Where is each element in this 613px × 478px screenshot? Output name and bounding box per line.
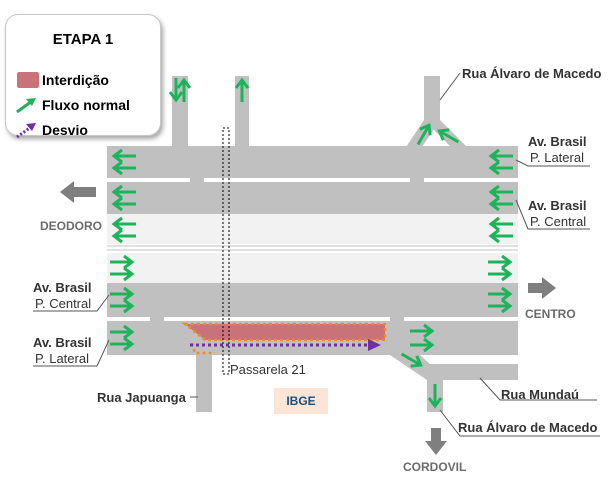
flow-arrows [110,77,513,409]
label-av-brasil-right-central-1: Av. Brasil [528,198,587,213]
flow-arrow-east-left-1b [110,298,135,314]
flow-arrow-west-left-1b [111,196,136,212]
leader-av-brasil-right-central [515,199,590,230]
flow-arrow-east-left-1a [110,286,135,302]
flow-arrow-west-left-2a [111,216,136,232]
flow-arrow-east-right-0b [488,266,513,282]
lane-separator-top [107,178,518,182]
ibge-building-label: IBGE [274,388,328,414]
flow-arrow-east-left-2a [110,324,135,340]
label-av-brasil-left-central-1: Av. Brasil [33,280,92,295]
leader-av-brasil-right-lateral [515,159,590,167]
cordovil-direction-arrow [425,428,447,455]
label-av-brasil-left-lateral-2: P. Lateral [35,351,89,366]
connector-right-top [410,176,424,184]
leader-rua-alvaro-top [439,72,461,101]
green-arrow-legend-icon [14,95,40,115]
label-av-brasil-left-central-2: P. Central [35,296,92,311]
flow-arrow-west-right-2a [488,216,513,232]
legend: ETAPA 1 Interdição Fluxo normal Desvio [5,14,161,139]
flow-arrow-east-right-1b [488,298,513,314]
purple-dotted-arrow-legend-icon [14,120,40,140]
flow-arrow-west-right-1b [488,196,513,212]
legend-item-flow: Fluxo normal [14,95,130,115]
label-passarela: Passarela 21 [230,362,306,377]
central-eastbound-road [107,283,518,317]
flow-arrow-east-right-0a [488,254,513,270]
deodoro-direction-arrow [60,181,96,203]
flow-arrow-west-left-1a [111,184,136,200]
flow-arrow-top-left-up [176,77,192,102]
flow-arrow-west-right-2b [488,228,513,244]
flow-arrow-west-right-0b [488,160,513,176]
leader-rua-mundau [479,377,597,401]
legend-item-detour: Desvio [14,120,88,140]
legend-label-closure: Interdição [42,72,109,88]
central-eastbound-light-lane [107,253,518,283]
legend-label-detour: Desvio [42,122,88,138]
median-strip [107,244,518,252]
flow-arrow-west-left-0a [111,148,136,164]
label-av-brasil-right-lateral-2: P. Lateral [530,150,584,165]
flow-arrow-alvaro-ramp-in [437,128,460,144]
connector-right-bottom [390,315,404,323]
label-av-brasil-right-central-2: P. Central [530,214,587,229]
central-westbound-road [107,182,518,214]
flow-arrow-top-mid-up [234,77,250,102]
lateral-northbound-road [107,146,518,178]
flow-arrow-east-left-0b [110,266,135,282]
flow-arrow-east-left-0a [110,254,135,270]
flow-arrow-west-right-0a [488,148,513,164]
flow-arrow-alvaro-ramp-up [416,123,432,146]
label-av-brasil-right-lateral-1: Av. Brasil [528,134,587,149]
legend-label-flow: Fluxo normal [42,97,130,113]
closure-area [181,322,387,342]
flow-arrow-east-right-1a [488,286,513,302]
flow-arrow-east-left-2b [110,336,135,352]
flow-arrow-alvaro-bottom-down [427,384,443,409]
leader-av-brasil-left-lateral [33,339,110,367]
detour-arrowhead [368,339,381,351]
label-deodoro: DEODORO [40,219,103,233]
flow-arrow-top-left-down [168,78,184,103]
label-rua-alvaro-top: Rua Álvaro de Macedo [462,66,602,81]
flow-arrow-exit-right-2 [410,337,435,353]
rua-mundau-street [427,364,518,380]
label-rua-japuanga: Rua Japuanga [97,390,186,405]
leader-av-brasil-left-central [33,294,110,312]
label-centro: CENTRO [525,307,576,321]
lane-separator-bottom [107,317,518,321]
legend-title: ETAPA 1 [52,31,114,48]
closure-legend-icon [14,70,40,90]
flow-arrow-west-left-0b [111,160,136,176]
passarela-21 [222,127,230,375]
legend-item-closure: Interdição [14,70,109,90]
flow-arrow-exit-diagonal [400,352,423,368]
leader-rua-alvaro-bottom [439,409,600,437]
label-cordovil: CORDOVIL [403,460,467,474]
connector-left-top [190,176,204,184]
centro-direction-arrow [528,277,556,299]
rua-japuanga-street [196,353,212,412]
label-av-brasil-left-lateral-1: Av. Brasil [33,335,92,350]
central-westbound-light-lane [107,214,518,244]
connector-left-bottom [150,315,164,323]
flow-arrow-west-left-2b [111,228,136,244]
flow-arrow-exit-right-1 [410,323,435,339]
rua-alvaro-top-street [424,76,440,126]
label-rua-alvaro-bottom: Rua Álvaro de Macedo [458,420,598,435]
flow-arrow-west-right-1a [488,184,513,200]
top-mid-street [235,76,249,152]
label-rua-mundau: Rua Mundaú [501,387,579,402]
